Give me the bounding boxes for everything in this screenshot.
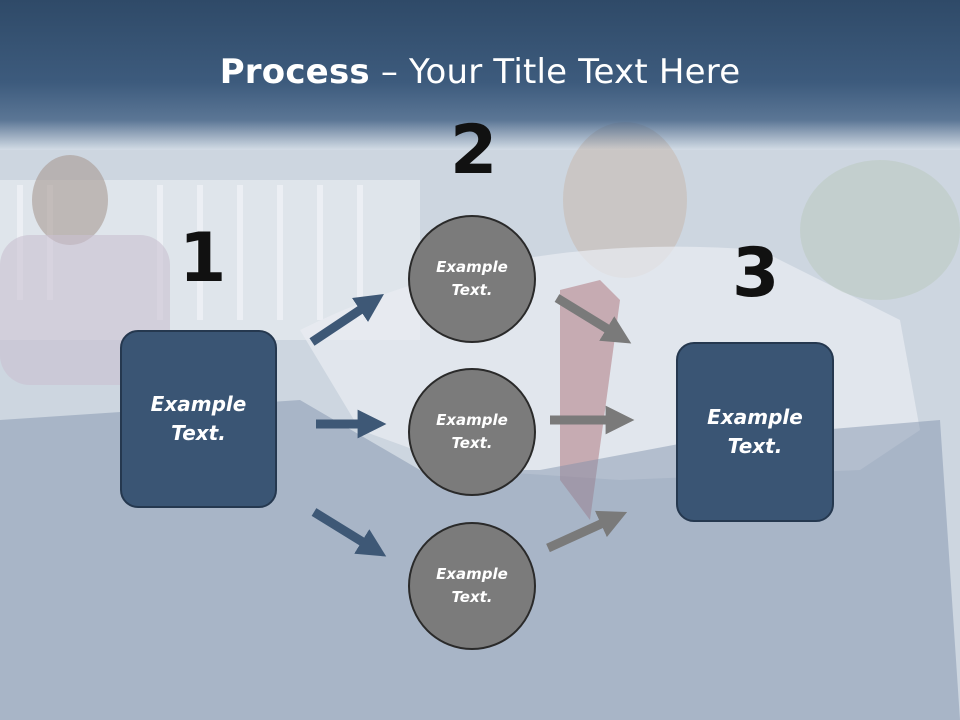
circle-text: Example Text. bbox=[436, 565, 508, 606]
step-2-circle-middle: Example Text. bbox=[408, 368, 536, 496]
arrow-to-top-circle bbox=[309, 294, 384, 346]
title-rest: – Your Title Text Here bbox=[369, 52, 741, 92]
step-1-text: Example Text. bbox=[150, 392, 247, 445]
step-3-box: Example Text. bbox=[676, 342, 834, 522]
step-2-circle-top: Example Text. bbox=[408, 215, 536, 343]
step-number-2: 2 bbox=[450, 111, 498, 190]
slide-title: Process – Your Title Text Here bbox=[0, 52, 960, 92]
step-2-circle-bottom: Example Text. bbox=[408, 522, 536, 650]
step-number-1: 1 bbox=[179, 219, 227, 298]
circle-text: Example Text. bbox=[436, 411, 508, 452]
title-bold: Process bbox=[219, 52, 370, 92]
arrow-from-top-circle bbox=[554, 294, 632, 344]
title-band bbox=[0, 0, 960, 150]
arrow-from-bottom-circle bbox=[546, 510, 628, 553]
arrow-to-bottom-circle bbox=[311, 508, 387, 557]
circle-text: Example Text. bbox=[436, 258, 508, 299]
step-1-box: Example Text. bbox=[120, 330, 277, 508]
step-number-3: 3 bbox=[732, 234, 780, 313]
step-3-text: Example Text. bbox=[707, 405, 803, 458]
